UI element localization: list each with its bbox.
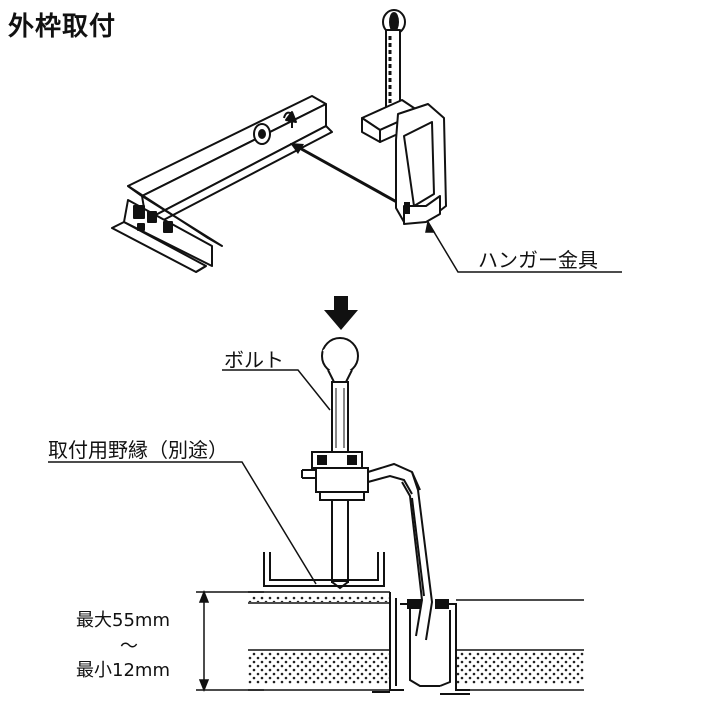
dimension-lines [196, 589, 264, 693]
assembly-arrow [290, 143, 405, 208]
hanger-leader-line [425, 219, 622, 273]
bolt-label: ボルト [224, 348, 284, 372]
furring-channel [263, 552, 385, 587]
furring-label: 取付用野縁（別途） [48, 438, 228, 462]
dimension-min-label: 最小12mm [76, 660, 170, 681]
page-title: 外枠取付 [8, 12, 117, 42]
hanger-label: ハンガー金具 [478, 248, 598, 272]
hanger-clamp [301, 451, 421, 501]
dimension-tilde-label: 〜 [120, 636, 138, 657]
outer-frame-rail [111, 95, 333, 273]
hanger-fitting [361, 9, 447, 225]
press-down-arrow [324, 296, 358, 330]
bolt-leader-line [222, 369, 331, 411]
furring-leader-line [48, 461, 317, 585]
hanger-arm [401, 471, 449, 641]
ceiling-board-right [456, 599, 584, 691]
dimension-max-label: 最大55mm [76, 610, 170, 631]
ceiling-board-left [248, 591, 390, 691]
